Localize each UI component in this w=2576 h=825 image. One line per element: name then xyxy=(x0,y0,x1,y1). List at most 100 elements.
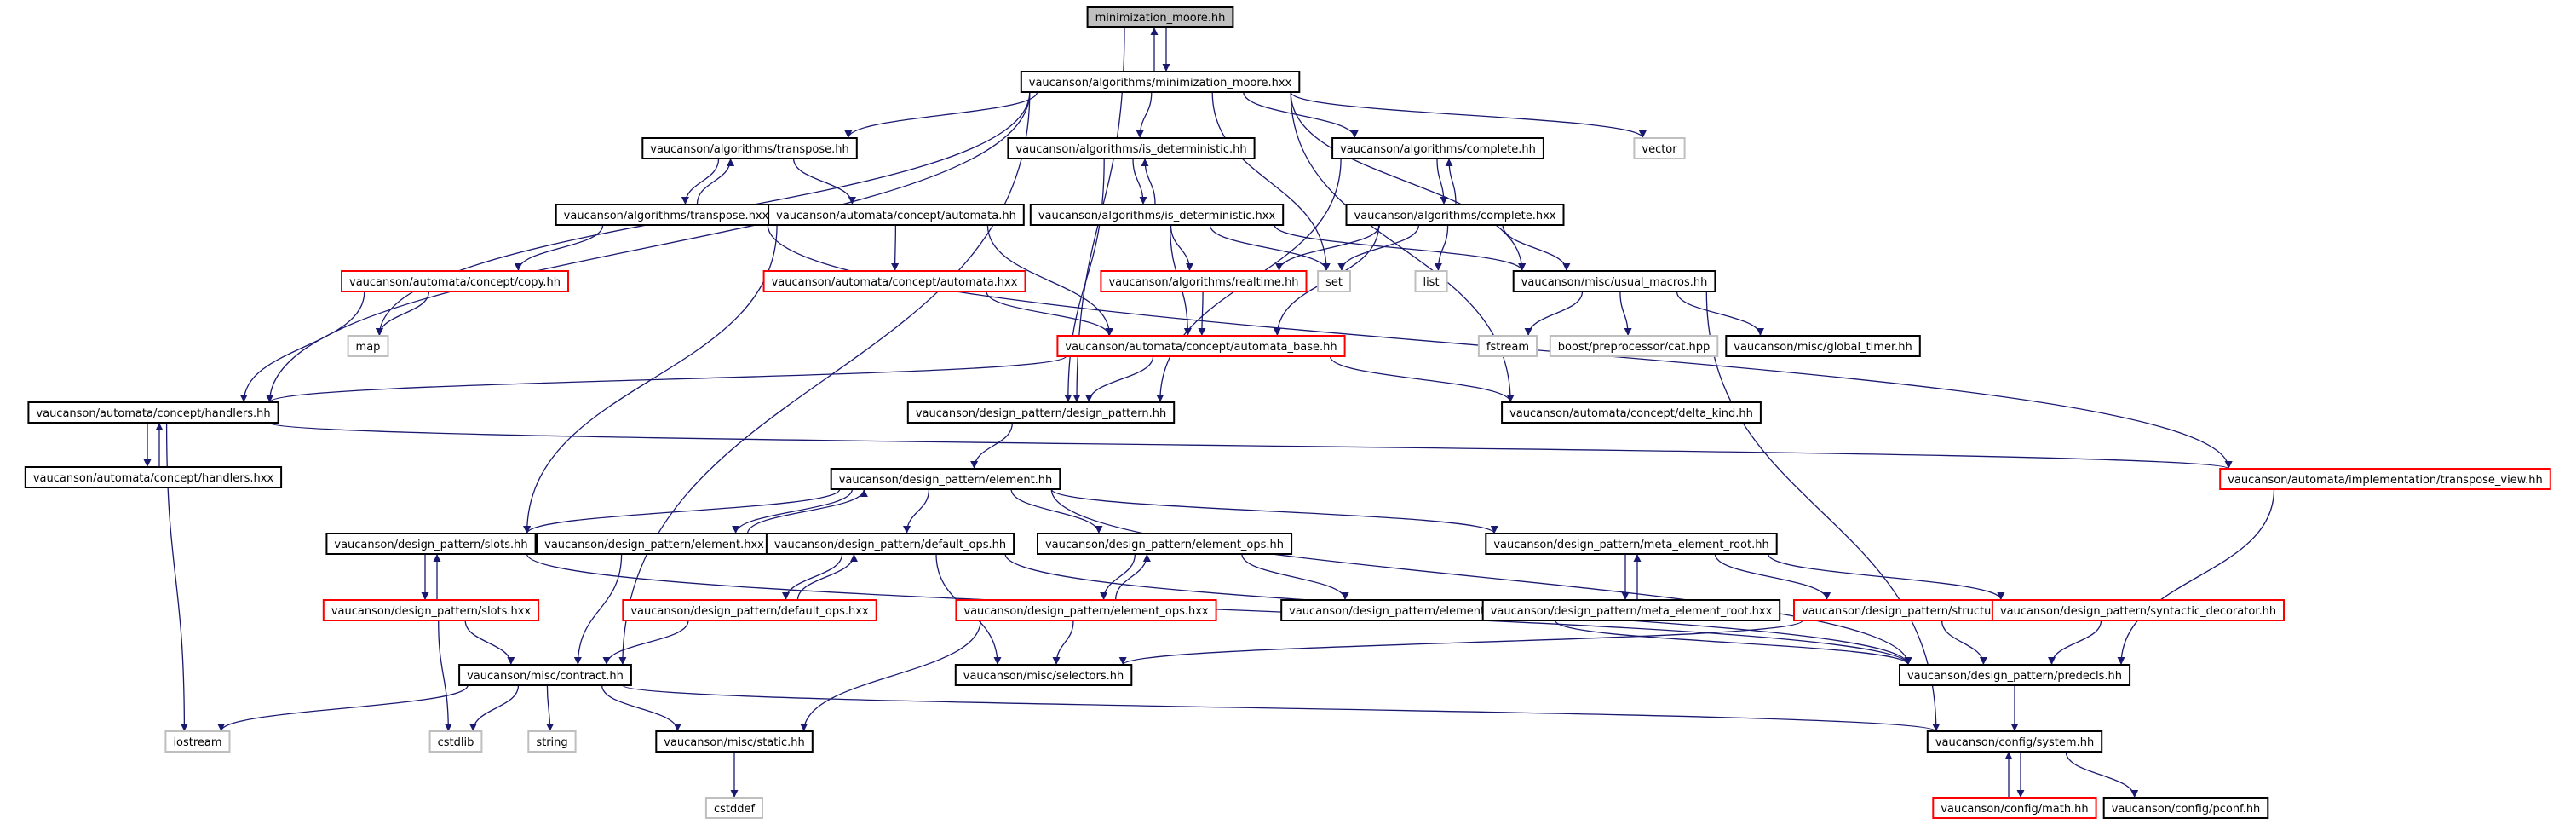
edge-arrow xyxy=(2048,620,2102,666)
node-label: vaucanson/misc/usual_macros.hh xyxy=(1521,276,1708,289)
edge-slots-hxx-to-cstdlib xyxy=(438,620,452,732)
file-node-mmh[interactable]: vaucanson/algorithms/minimization_moore.… xyxy=(1020,71,1301,93)
file-node-defops-hh[interactable]: vaucanson/design_pattern/default_ops.hh xyxy=(765,533,1015,555)
file-node-tr-hxx[interactable]: vaucanson/algorithms/transpose.hxx xyxy=(555,204,778,226)
edge-arrow xyxy=(696,158,735,205)
file-node-meta-hxx[interactable]: vaucanson/design_pattern/meta_element_ro… xyxy=(1481,599,1781,621)
edge-arrow xyxy=(602,620,689,666)
file-node-aut-base[interactable]: vaucanson/automata/concept/automata_base… xyxy=(1056,335,1346,357)
file-node-static[interactable]: vaucanson/misc/static.hh xyxy=(655,730,814,753)
edge-usual-to-fstream xyxy=(1524,291,1584,337)
edge-mmh-to-usual xyxy=(1290,91,1527,272)
file-node-delta[interactable]: vaucanson/automata/concept/delta_kind.hh xyxy=(1501,401,1762,424)
file-node-aut-hh[interactable]: vaucanson/automata/concept/automata.hh xyxy=(768,204,1025,226)
edge-arrow xyxy=(746,488,868,534)
node-label: vaucanson/misc/global_timer.hh xyxy=(1734,341,1912,354)
file-node-syntdec[interactable]: vaucanson/design_pattern/syntactic_decor… xyxy=(1991,599,2285,621)
file-node-copy-hh[interactable]: vaucanson/automata/concept/copy.hh xyxy=(341,270,569,292)
file-node-meta-hh[interactable]: vaucanson/design_pattern/meta_element_ro… xyxy=(1485,533,1778,555)
edge-arrow xyxy=(526,553,1912,666)
edge-arrow xyxy=(986,291,1113,337)
edge-arrow xyxy=(268,422,2232,470)
edge-arrow xyxy=(573,553,623,666)
file-node-defops-hxx[interactable]: vaucanson/design_pattern/default_ops.hxx xyxy=(622,599,877,621)
file-node-tr-hh[interactable]: vaucanson/algorithms/transpose.hh xyxy=(641,137,858,159)
node-box xyxy=(27,401,279,424)
node-box xyxy=(1512,270,1716,292)
edge-arrow xyxy=(986,224,1114,337)
node-label: vaucanson/algorithms/complete.hh xyxy=(1340,143,1536,156)
file-node-elops-hxx[interactable]: vaucanson/design_pattern/element_ops.hxx xyxy=(955,599,1217,621)
file-node-contract[interactable]: vaucanson/misc/contract.hh xyxy=(458,664,632,686)
file-node-system[interactable]: vaucanson/config/system.hh xyxy=(1926,730,2103,753)
file-node-selectors[interactable]: vaucanson/misc/selectors.hh xyxy=(954,664,1133,686)
file-node-element[interactable]: vaucanson/design_pattern/element.hh xyxy=(830,468,1061,490)
edge-arrow xyxy=(618,91,1031,666)
file-node-isd-hxx[interactable]: vaucanson/algorithms/is_deterministic.hx… xyxy=(1029,204,1285,226)
node-box xyxy=(1477,335,1538,357)
node-box xyxy=(1501,401,1762,424)
file-node-boostcat: boost/preprocessor/cat.hpp xyxy=(1549,335,1719,357)
node-label: vaucanson/misc/selectors.hh xyxy=(963,670,1124,683)
node-box xyxy=(2102,797,2269,819)
file-node-trview[interactable]: vaucanson/automata/implementation/transp… xyxy=(2219,468,2551,490)
edge-elops-hh-to-eltraits xyxy=(1241,553,1349,601)
file-node-predecls[interactable]: vaucanson/design_pattern/predecls.hh xyxy=(1899,664,2131,686)
edge-tr-hh-to-tr-hxx xyxy=(681,158,720,205)
node-label: vaucanson/design_pattern/element_ops.hxx xyxy=(963,605,1209,618)
file-node-handlers-hxx[interactable]: vaucanson/automata/concept/handlers.hxx xyxy=(24,466,283,488)
file-node-math[interactable]: vaucanson/config/math.hh xyxy=(1932,797,2097,819)
file-node-cstdlib: cstdlib xyxy=(428,730,483,753)
file-node-pconf[interactable]: vaucanson/config/pconf.hh xyxy=(2102,797,2269,819)
node-box xyxy=(1793,599,2028,621)
edge-arrow xyxy=(1524,291,1584,337)
node-box xyxy=(1317,270,1351,292)
file-node-comp-hxx[interactable]: vaucanson/algorithms/complete.hxx xyxy=(1345,204,1565,226)
edge-structure-to-selectors xyxy=(1118,620,1803,666)
edge-tr-hxx-to-copy-hh xyxy=(514,224,604,272)
edge-arrow xyxy=(469,684,520,732)
file-node-slots-hh[interactable]: vaucanson/design_pattern/slots.hh xyxy=(325,533,537,555)
edge-arrow xyxy=(1290,91,1527,272)
file-node-structure[interactable]: vaucanson/design_pattern/structure.hh xyxy=(1793,599,2028,621)
file-node-gtimer[interactable]: vaucanson/misc/global_timer.hh xyxy=(1725,335,1921,357)
file-node-element-hxx[interactable]: vaucanson/design_pattern/element.hxx xyxy=(536,533,773,555)
node-box xyxy=(1020,71,1301,93)
file-node-dp[interactable]: vaucanson/design_pattern/design_pattern.… xyxy=(906,401,1176,424)
file-node-isd-hh[interactable]: vaucanson/algorithms/is_deterministic.hh xyxy=(1007,137,1256,159)
edge-aut-base-to-handlers xyxy=(266,355,1067,403)
file-node-slots-hxx[interactable]: vaucanson/design_pattern/slots.hxx xyxy=(322,599,540,621)
file-node-iostream: iostream xyxy=(164,730,231,753)
edge-arrow xyxy=(546,684,555,732)
edge-arrow xyxy=(239,291,365,403)
edge-aut-hh-to-aut-base xyxy=(986,224,1114,337)
file-node-root[interactable]: minimization_moore.hh xyxy=(1086,6,1234,28)
edge-arrow xyxy=(1141,158,1156,205)
edge-arrow xyxy=(622,684,1940,732)
file-node-handlers[interactable]: vaucanson/automata/concept/handlers.hh xyxy=(27,401,279,424)
node-box xyxy=(347,335,389,357)
edge-arrow xyxy=(1100,553,1136,601)
node-box xyxy=(1991,599,2285,621)
node-label: vaucanson/automata/concept/automata_base… xyxy=(1065,341,1337,354)
file-node-list: list xyxy=(1414,270,1448,292)
edge-structure-to-predecls xyxy=(1941,620,1987,666)
file-node-usual[interactable]: vaucanson/misc/usual_macros.hh xyxy=(1512,270,1716,292)
edge-arrow xyxy=(1209,224,1331,272)
node-box xyxy=(768,204,1025,226)
node-label: iostream xyxy=(173,736,221,749)
file-node-comp-hh[interactable]: vaucanson/algorithms/complete.hh xyxy=(1331,137,1544,159)
edge-defops-hh-to-defops-hxx xyxy=(782,553,843,601)
node-label: vaucanson/automata/concept/delta_kind.hh xyxy=(1509,407,1753,420)
edge-isd-hxx-to-set xyxy=(1209,224,1331,272)
file-node-elops-hh[interactable]: vaucanson/design_pattern/element_ops.hh xyxy=(1037,533,1293,555)
edge-element-to-defops-hh xyxy=(903,488,930,534)
file-node-realtime[interactable]: vaucanson/algorithms/realtime.hh xyxy=(1100,270,1308,292)
edge-copy-hh-to-handlers xyxy=(239,291,365,403)
node-label: vaucanson/design_pattern/default_ops.hh xyxy=(774,539,1006,551)
edge-arrow xyxy=(796,553,858,601)
edge-mmh-to-isd-hh xyxy=(1136,91,1153,139)
node-box xyxy=(954,664,1133,686)
file-node-aut-hxx[interactable]: vaucanson/automata/concept/automata.hxx xyxy=(762,270,1026,292)
edge-arrow xyxy=(681,158,720,205)
